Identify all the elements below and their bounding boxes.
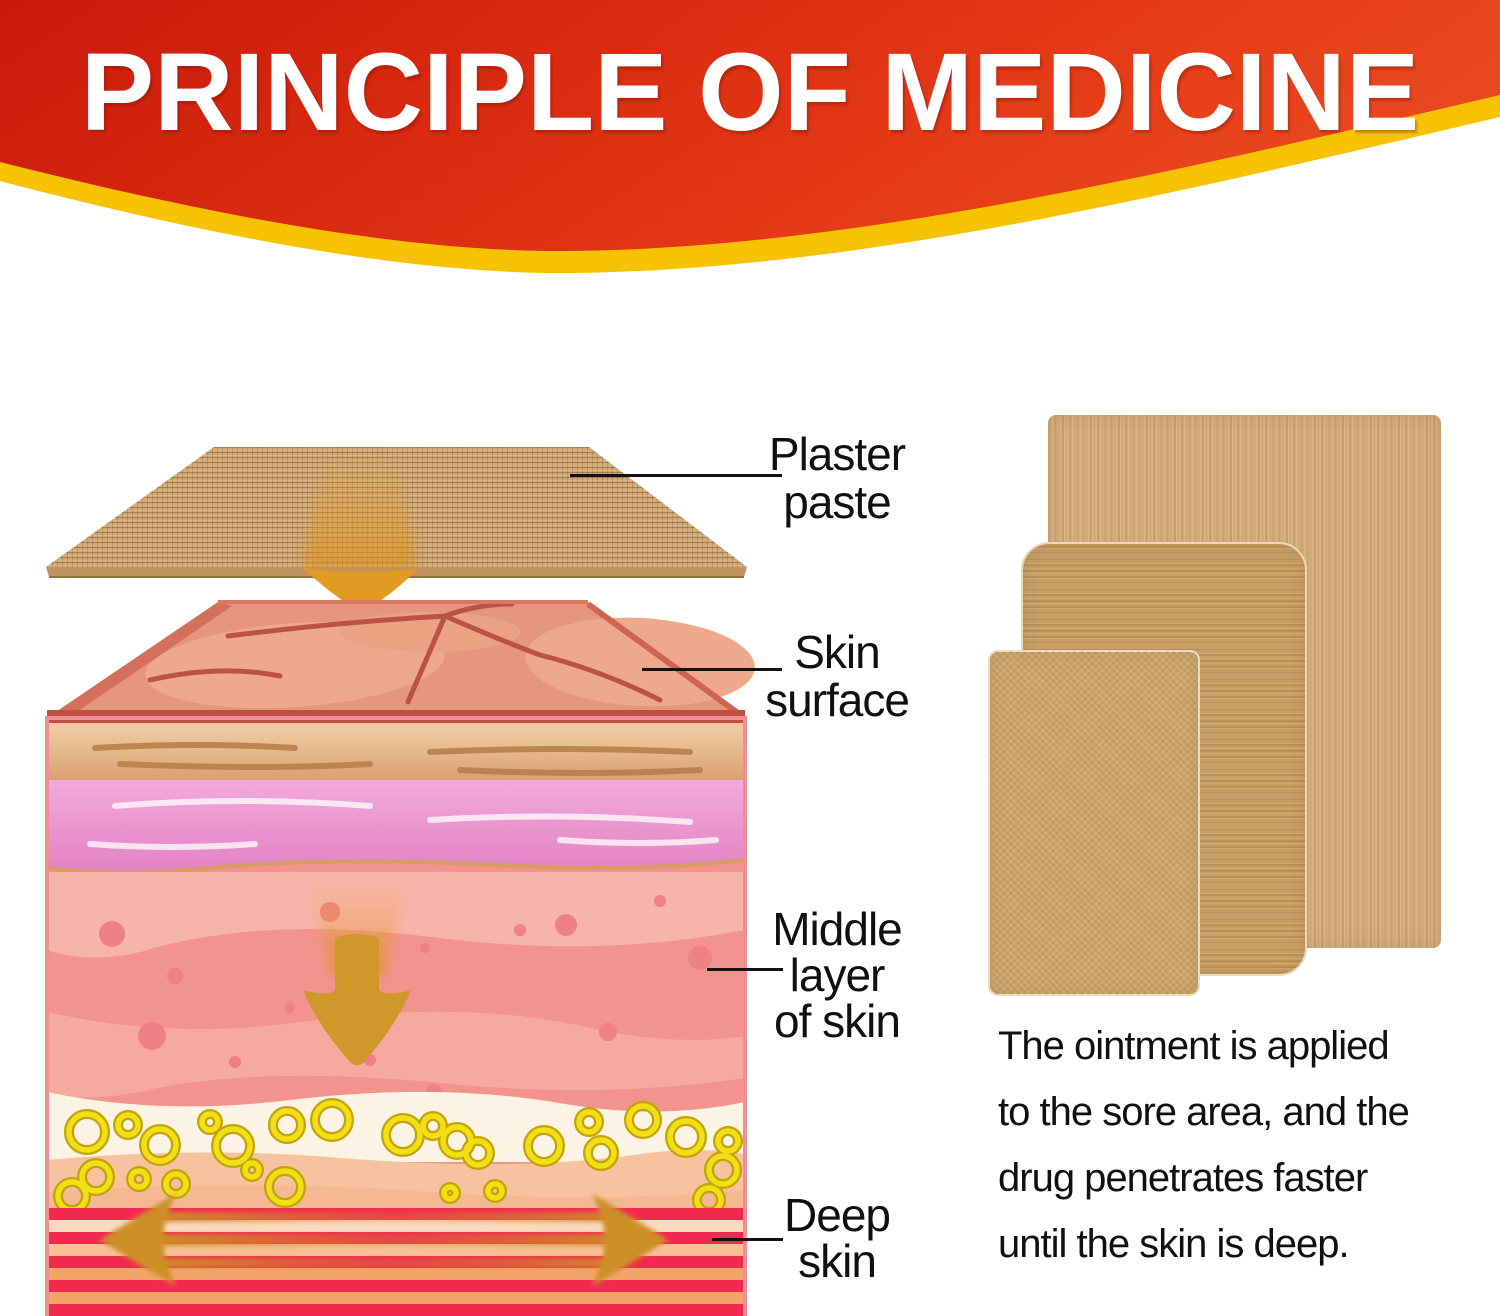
skin-block-border [45, 716, 747, 1316]
label-line: Middle [772, 903, 903, 955]
epidermis-layer [47, 728, 745, 780]
header-banner [0, 0, 1500, 274]
banner-red-shape [0, 0, 1500, 252]
orchid-layer [47, 780, 745, 875]
label-line: Deep [784, 1189, 891, 1241]
label-line: Skin [794, 626, 880, 678]
skin-surface-pointer-line [642, 668, 782, 671]
label-line: paste [783, 476, 892, 528]
description-text: The ointment is applied to the sore area… [998, 1013, 1468, 1277]
deep-skin-pointer-line [712, 1238, 783, 1241]
label-line: Plaster [768, 428, 906, 480]
label-line: layer [789, 949, 886, 1001]
skin-front-layers [47, 718, 745, 1316]
label-plaster-paste: Plaster paste [707, 430, 967, 526]
skin-surface-top-face [47, 600, 755, 720]
label-deep-skin: Deep skin [707, 1192, 967, 1284]
caption-line: drug penetrates faster [998, 1156, 1368, 1200]
plaster-patch-small [988, 650, 1200, 996]
skin-penetration-diagram [45, 447, 755, 1316]
penetration-arrow-middle-icon [303, 885, 411, 1066]
label-middle-layer: Middle layer of skin [707, 906, 967, 1044]
label-line: surface [765, 674, 910, 726]
spread-arrow-horizontal-icon [100, 1194, 668, 1286]
caption-line: The ointment is applied [998, 1024, 1390, 1068]
page-title: PRINCIPLE OF MEDICINE [80, 31, 1420, 154]
plaster-paste-pointer-line [570, 474, 782, 477]
middle-layer-pointer-line [707, 968, 783, 971]
penetration-arrow-top-icon [302, 450, 419, 612]
label-line: skin [798, 1235, 877, 1287]
caption-line: to the sore area, and the [998, 1090, 1410, 1134]
skin-cell-dots [99, 895, 712, 1100]
caption-line: until the skin is deep. [998, 1222, 1350, 1266]
label-line: of skin [774, 995, 901, 1047]
label-skin-surface: Skin surface [707, 628, 967, 724]
